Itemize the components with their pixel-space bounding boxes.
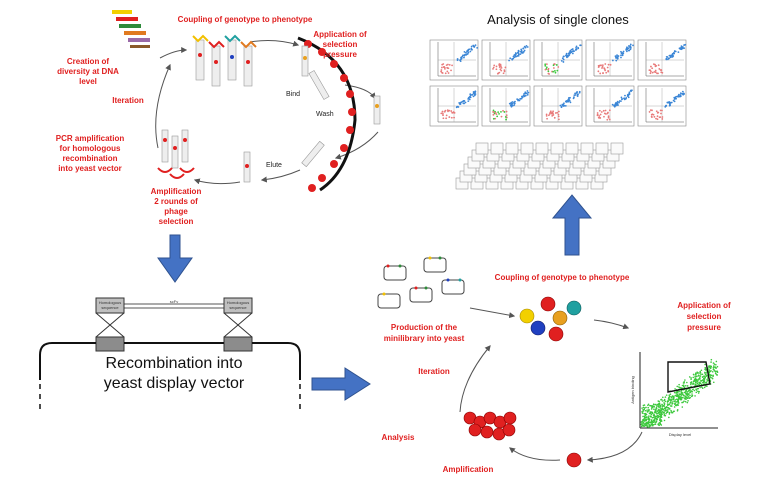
sort-y-axis-label: Antigen binding <box>630 376 635 404</box>
plate-well <box>565 142 579 155</box>
phage-amplification-label-4: selection <box>159 217 194 226</box>
cycle-arrow <box>593 319 630 330</box>
pcr-label-4: into yeast vector <box>58 164 122 173</box>
wash-label: Wash <box>316 111 334 118</box>
left-box-label-1: Homologous <box>99 300 121 305</box>
analysis-label: Analysis <box>382 433 415 442</box>
cycle-arrow <box>459 345 491 413</box>
sort-gate <box>667 361 711 393</box>
plate-well <box>475 142 489 155</box>
production-label-1: Production of the <box>391 323 458 332</box>
pcr-label-1: PCR amplification <box>56 134 125 143</box>
phage-cycle: Coupling of genotype to phenotype Applic… <box>56 10 381 226</box>
down-arrow <box>157 234 193 283</box>
analysis-title: Analysis of single clones <box>487 12 629 27</box>
phage-coupling-label: Coupling of genotype to phenotype <box>178 15 313 24</box>
cycle-arrow <box>260 169 301 183</box>
facs-thumbnail <box>637 85 687 127</box>
sort-x-axis-label: Display level <box>669 432 692 437</box>
yeast-application-label-2: selection <box>687 312 722 321</box>
cycle-arrow <box>469 307 516 319</box>
phage-application-label-2: selection <box>323 40 358 49</box>
cycle-arrow <box>193 178 241 185</box>
sort-scatter-dots <box>640 358 719 428</box>
facs-thumbnail <box>585 85 635 127</box>
phage-amplification-label-2: 2 rounds of <box>154 197 198 206</box>
facs-sort-plot: Antigen binding Display level <box>630 352 719 437</box>
cycle-arrow <box>509 447 561 461</box>
right-arrow <box>311 367 371 401</box>
well-plate-icon <box>455 142 624 190</box>
yeast-cells <box>519 296 582 342</box>
plate-well <box>550 142 564 155</box>
phage-application-label-3: pressure <box>323 50 357 59</box>
facs-thumbnail <box>533 39 583 81</box>
plate-well <box>580 142 594 155</box>
cycle-arrow <box>155 63 171 149</box>
scfv-label: scFv <box>170 299 178 304</box>
plate-well <box>595 142 609 155</box>
recombination-title-2: yeast display vector <box>104 375 245 392</box>
facs-thumbnail <box>429 85 479 127</box>
amplified-yeast <box>463 411 582 468</box>
phage-amplification-label-3: phage <box>164 207 188 216</box>
phage-iteration-label: Iteration <box>112 96 144 105</box>
cycle-arrow <box>159 47 188 59</box>
bind-label: Bind <box>286 91 300 98</box>
facs-thumbnail <box>429 39 479 81</box>
yeast-iteration-label: Iteration <box>418 367 450 376</box>
cycle-arrow <box>249 40 300 47</box>
facs-thumbnail <box>637 39 687 81</box>
recombination-title-1: Recombination into <box>106 355 243 372</box>
plate-well <box>520 142 534 155</box>
yeast-application-label-3: pressure <box>687 323 721 332</box>
yeast-coupling-label: Coupling of genotype to phenotype <box>495 273 630 282</box>
yeast-cycle: Antigen binding Display level Coupling o… <box>377 256 731 474</box>
elute-label: Elute <box>266 162 282 169</box>
production-label-2: minilibrary into yeast <box>384 334 465 343</box>
cycle-arrow <box>334 131 379 160</box>
phage-application-label-1: Application of <box>313 30 367 39</box>
yeast-application-label-1: Application of <box>677 301 731 310</box>
creation-label-3: level <box>79 77 97 86</box>
plate-well <box>535 142 549 155</box>
selection-surface <box>297 36 357 192</box>
right-box-label-1: Homologous <box>227 300 249 305</box>
creation-label-1: Creation of <box>67 57 110 66</box>
up-arrow <box>551 194 593 256</box>
cycle-arrow <box>586 431 643 463</box>
dna-diversity-icon <box>112 10 150 48</box>
facs-thumbnail <box>533 85 583 127</box>
plate-well <box>490 142 504 155</box>
phage-amplification-label-1: Amplification <box>151 187 202 196</box>
facs-thumbnail <box>481 85 531 127</box>
bound-phages <box>301 45 381 168</box>
eluted-phages <box>157 129 251 183</box>
yeast-display-vector: Homologous sequence scFv Homologous sequ… <box>39 297 301 412</box>
pcr-label-3: recombination <box>62 154 117 163</box>
facs-thumbnail <box>481 39 531 81</box>
plate-well <box>505 142 519 155</box>
plasmid-icons <box>377 256 465 309</box>
phage-group <box>192 34 257 87</box>
yeast-amplification-label: Amplification <box>443 465 494 474</box>
plate-well <box>610 142 624 155</box>
pcr-label-2: for homologous <box>60 144 121 153</box>
left-box-label-2: sequence <box>101 305 119 310</box>
creation-label-2: diversity at DNA <box>57 67 119 76</box>
right-box-label-2: sequence <box>229 305 247 310</box>
facs-plot-grid <box>429 39 687 127</box>
facs-thumbnail <box>585 39 635 81</box>
